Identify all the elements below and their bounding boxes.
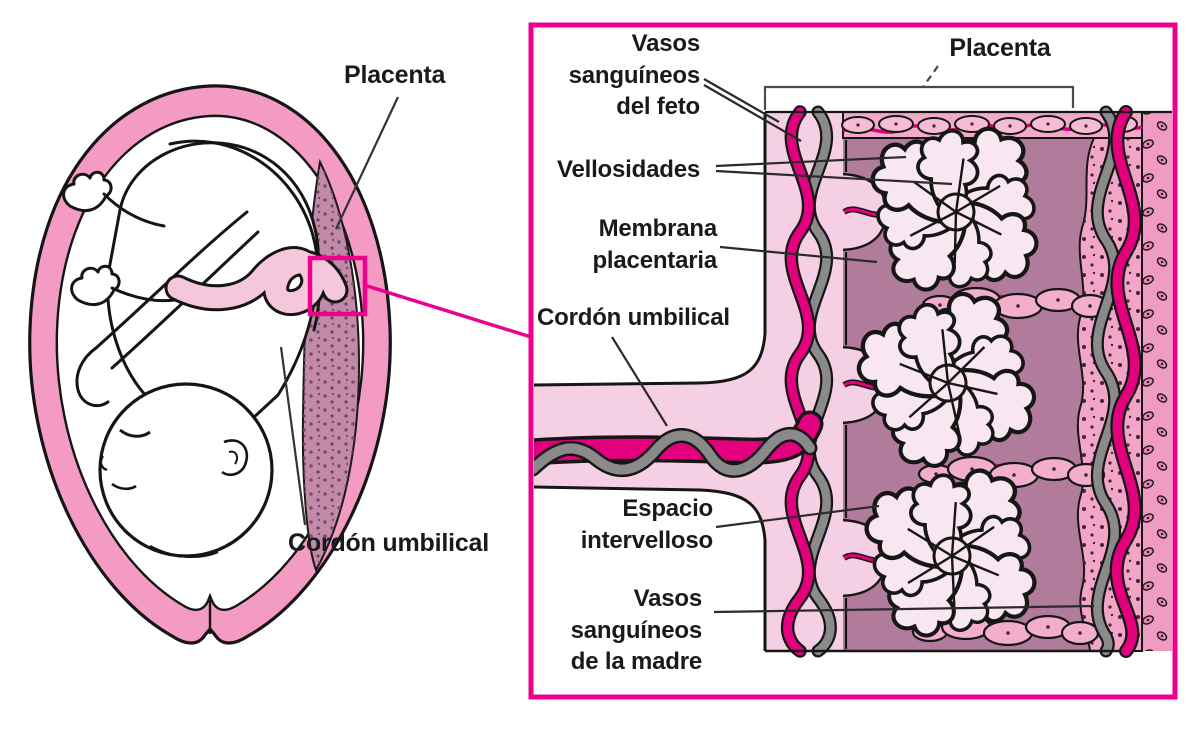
panel-placenta-label: Placenta bbox=[949, 34, 1051, 62]
plate-boundary bbox=[534, 112, 767, 651]
detail-panel bbox=[528, 22, 1178, 700]
panel-maternal-vessels-label: Vasos sanguíneos de la madre bbox=[570, 585, 703, 676]
womb-figure bbox=[28, 84, 399, 645]
zoom-connector-line bbox=[363, 283, 532, 339]
placenta-bracket bbox=[763, 85, 1075, 110]
panel-villi-label: Vellosidades bbox=[556, 156, 700, 183]
maternal-band bbox=[1141, 112, 1172, 651]
overview-umbilical-cord-label: Cordón umbilical bbox=[288, 529, 489, 557]
cord-leader-line bbox=[279, 346, 307, 526]
panel-intervillous-space-label: Espacio intervelloso bbox=[580, 495, 714, 554]
umbilical-cord-detail bbox=[534, 410, 824, 478]
panel-placental-membrane-label: Membrana placentaria bbox=[592, 215, 717, 274]
panel-umbilical-cord-label: Cordón umbilical bbox=[537, 304, 730, 331]
panel-fetal-vessels-label: Vasos sanguíneos del feto bbox=[568, 30, 701, 121]
basal-plate-band bbox=[841, 111, 1143, 139]
placenta-leader-line bbox=[335, 96, 399, 230]
maternal-vessels bbox=[1090, 105, 1142, 658]
panel-leader-lines bbox=[611, 78, 1095, 614]
placenta-dash-leader bbox=[922, 65, 939, 88]
fetus-head bbox=[98, 382, 274, 558]
fetal-vessels-braid bbox=[780, 105, 837, 658]
umbilical-cord-overview bbox=[164, 246, 349, 316]
overview-placenta-label: Placenta bbox=[344, 61, 446, 89]
